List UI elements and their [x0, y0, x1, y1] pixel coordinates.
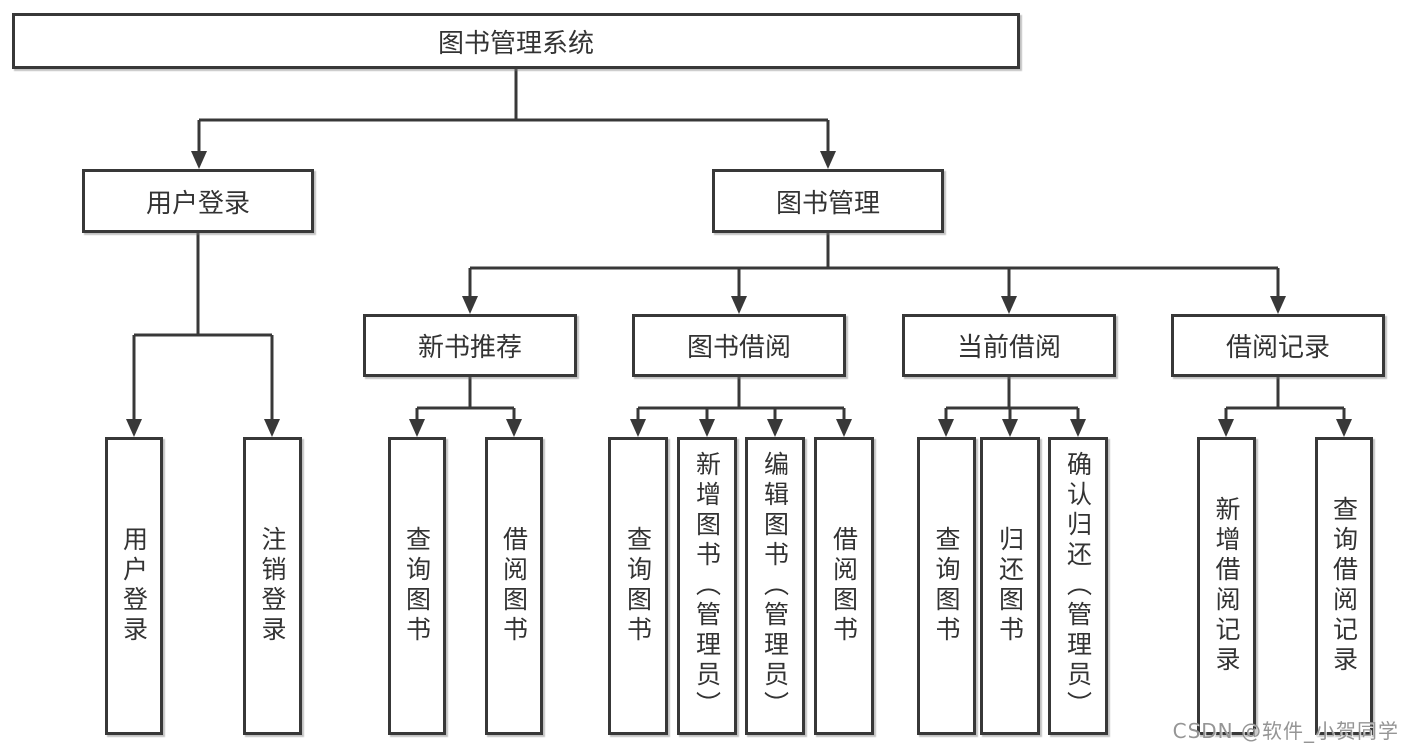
leaf-borrow-books-recommend: 借阅图书: [485, 437, 543, 735]
arrowheads-borrow-records: [1218, 419, 1352, 437]
arrowheads-level1: [191, 151, 836, 169]
arrowheads-book-borrow: [630, 419, 852, 437]
leaf-query-books-recommend: 查询图书: [388, 437, 446, 735]
connector-book-borrow-children: [636, 377, 846, 420]
connector-user-login-children: [132, 233, 274, 420]
connector-new-book-recommend-children: [415, 377, 516, 420]
leaf-return-books: 归还图书: [980, 437, 1040, 735]
leaf-query-books-current: 查询图书: [917, 437, 976, 735]
node-library-management-system: 图书管理系统: [12, 13, 1020, 69]
node-borrow-records: 借阅记录: [1171, 314, 1385, 377]
arrowheads-current-borrow: [938, 419, 1086, 437]
leaf-add-borrow-record: 新增借阅记录: [1197, 437, 1256, 735]
leaf-add-books-admin: 新增图书（管理员）: [677, 437, 737, 735]
node-book-management: 图书管理: [712, 169, 944, 233]
node-new-book-recommend: 新书推荐: [363, 314, 577, 377]
connector-root-to-level1: [197, 69, 830, 152]
leaf-query-borrow-record: 查询借阅记录: [1315, 437, 1373, 735]
connector-current-borrow-children: [944, 377, 1080, 420]
arrowheads-new-book-recommend: [409, 419, 522, 437]
leaf-user-login: 用户登录: [105, 437, 163, 735]
node-current-borrow: 当前借阅: [902, 314, 1116, 377]
leaf-logout: 注销登录: [243, 437, 302, 735]
arrowheads-level2: [462, 296, 1286, 314]
leaf-query-books-borrow: 查询图书: [608, 437, 668, 735]
node-book-borrow: 图书借阅: [632, 314, 846, 377]
csdn-watermark: CSDN @软件_小贺同学: [1172, 719, 1399, 743]
connector-borrow-records-children: [1224, 377, 1346, 420]
leaf-edit-books-admin: 编辑图书（管理员）: [745, 437, 805, 735]
arrowheads-user-login-children: [126, 419, 280, 437]
connector-book-management-children: [468, 233, 1280, 297]
leaf-confirm-return-admin: 确认归还（管理员）: [1048, 437, 1108, 735]
leaf-borrow-books: 借阅图书: [814, 437, 874, 735]
node-user-login: 用户登录: [82, 169, 314, 233]
